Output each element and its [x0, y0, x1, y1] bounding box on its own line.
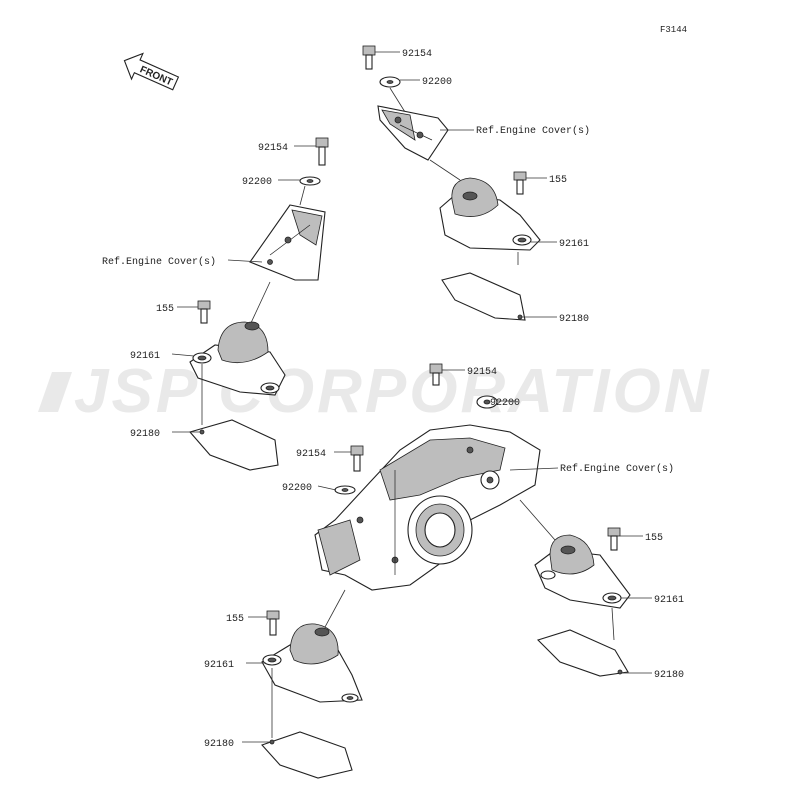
assembly-right: 155 92161 92180	[534, 527, 684, 681]
label-92154-c2: 92154	[296, 449, 326, 460]
assembly-top-left: 92154 92200 Ref.Engine Cover(s) 155	[102, 137, 329, 471]
label-92161-bl: 92161	[204, 660, 234, 671]
bolt-icon	[429, 363, 443, 386]
label-92161-tl: 92161	[130, 351, 160, 362]
label-ref-tr: Ref.Engine Cover(s)	[476, 125, 590, 137]
bracket-icon	[377, 105, 449, 161]
engine-mount-icon	[189, 321, 286, 396]
label-155-bl: 155	[226, 614, 244, 625]
label-ref-c: Ref.Engine Cover(s)	[560, 463, 674, 475]
label-92154-tl: 92154	[258, 143, 288, 154]
label-92180-tr: 92180	[559, 314, 589, 325]
bolt-icon	[350, 445, 364, 472]
front-arrow-icon: FRONT	[123, 52, 180, 91]
small-bolt-icon	[607, 527, 621, 551]
label-92180-tl: 92180	[130, 429, 160, 440]
bolt-icon	[362, 45, 376, 70]
label-92180-bl: 92180	[204, 739, 234, 750]
bracket-icon	[249, 204, 326, 281]
label-ref-tl: Ref.Engine Cover(s)	[102, 256, 216, 268]
plate-icon	[441, 272, 526, 321]
label-92200-c: 92200	[490, 398, 520, 409]
plate-icon	[536, 629, 629, 677]
figure-id: F3144	[660, 25, 687, 35]
small-bolt-icon	[197, 300, 211, 324]
plate-icon	[261, 731, 353, 779]
label-155-r: 155	[645, 533, 663, 544]
label-92154-c: 92154	[467, 367, 497, 378]
watermark: JSP CORPORATION	[38, 357, 712, 426]
engine-mount-icon	[534, 534, 631, 609]
label-155-tl: 155	[156, 304, 174, 315]
assembly-top-right: 92154 92200 Ref.Engine Cover(s) 155	[362, 45, 590, 325]
engine-mount-icon	[439, 177, 541, 251]
label-92161-tr: 92161	[559, 239, 589, 250]
label-92200-c2: 92200	[282, 483, 312, 494]
label-155-tr: 155	[549, 175, 567, 186]
label-92200-tr: 92200	[422, 77, 452, 88]
label-92161-r: 92161	[654, 595, 684, 606]
plate-icon	[189, 419, 279, 471]
label-92180-r: 92180	[654, 670, 684, 681]
engine-mount-icon	[261, 623, 363, 703]
small-bolt-icon	[513, 171, 527, 195]
assembly-bottom-left: 155 92161 92180	[204, 610, 363, 779]
small-bolt-icon	[266, 610, 280, 636]
watermark-text: JSP CORPORATION	[74, 357, 712, 426]
label-92200-tl: 92200	[242, 177, 272, 188]
engine-cover-icon	[314, 424, 541, 591]
bolt-icon	[315, 137, 329, 166]
engine-cover-assembly: 92154 92200 Ref.Engine Cover(s)	[282, 363, 674, 591]
label-92154-tr: 92154	[402, 49, 432, 60]
